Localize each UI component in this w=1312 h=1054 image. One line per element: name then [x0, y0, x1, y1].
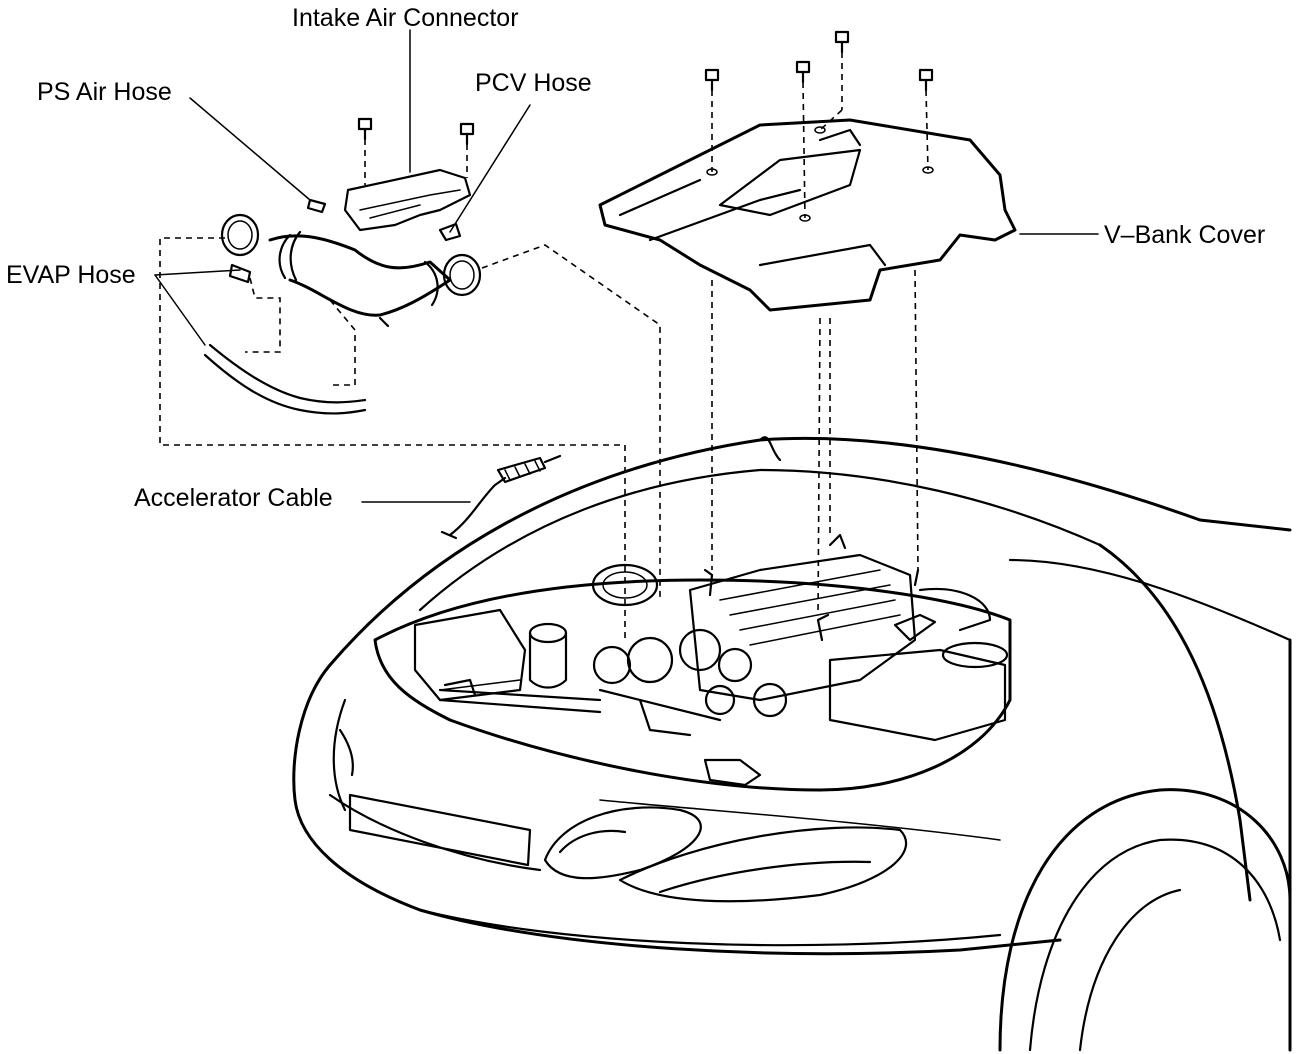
label-v-bank-cover: V–Bank Cover	[1104, 221, 1266, 249]
bolt-icon	[795, 60, 811, 84]
engine-bay	[413, 533, 1009, 787]
label-intake-air-connector: Intake Air Connector	[292, 4, 519, 32]
intake-alignment-lines	[159, 237, 661, 640]
car-body	[292, 436, 1292, 1052]
label-pcv-hose: PCV Hose	[475, 69, 592, 97]
label-accelerator-cable: Accelerator Cable	[134, 484, 333, 512]
cover-bolts	[704, 30, 934, 92]
label-evap-hose: EVAP Hose	[6, 261, 136, 289]
bolt-icon	[704, 68, 720, 92]
intake-bolts	[357, 117, 475, 185]
leader-lines	[154, 29, 1099, 503]
label-ps-air-hose: PS Air Hose	[37, 78, 172, 106]
bolt-icon	[834, 30, 850, 54]
evap-hose-part	[203, 343, 367, 415]
cover-alignment-lines	[711, 52, 929, 616]
bolt-icon	[357, 117, 373, 141]
intake-air-connector-part	[220, 168, 482, 328]
accelerator-cable-part	[440, 454, 562, 540]
bolt-icon	[918, 68, 934, 92]
v-bank-cover-part	[598, 118, 1017, 312]
bolt-icon	[459, 122, 475, 146]
